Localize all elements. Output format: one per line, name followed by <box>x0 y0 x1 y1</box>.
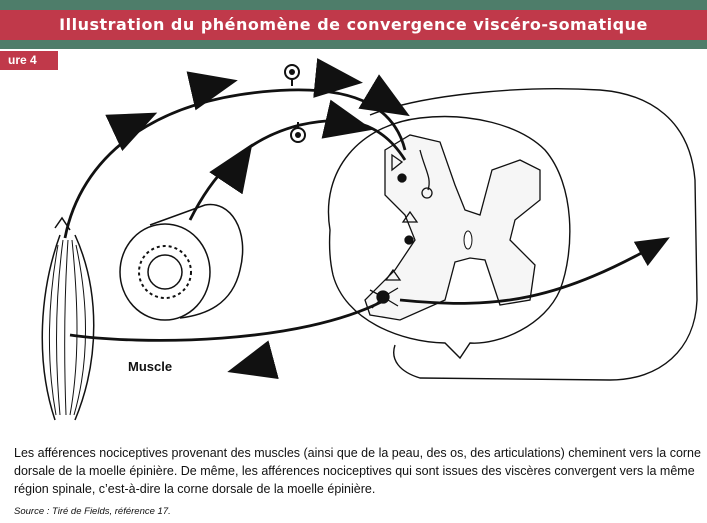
header-top-band <box>0 0 707 10</box>
dorsal-root-ganglia <box>285 65 305 142</box>
efferent-fiber <box>70 300 385 340</box>
muscle-label: Muscle <box>128 359 172 374</box>
viscera-tube <box>120 204 243 320</box>
figure-caption: Les afférences nociceptives provenant de… <box>14 444 704 498</box>
convergence-diagram <box>0 50 707 430</box>
central-canal <box>464 231 472 249</box>
muscle-bundle <box>42 218 93 420</box>
spinal-cord <box>328 89 697 380</box>
page-title: Illustration du phénomène de convergence… <box>0 10 707 40</box>
muscle-afferent <box>65 90 405 238</box>
header-bottom-band <box>0 40 707 49</box>
figure-source: Source : Tiré de Fields, référence 17. <box>14 506 171 517</box>
